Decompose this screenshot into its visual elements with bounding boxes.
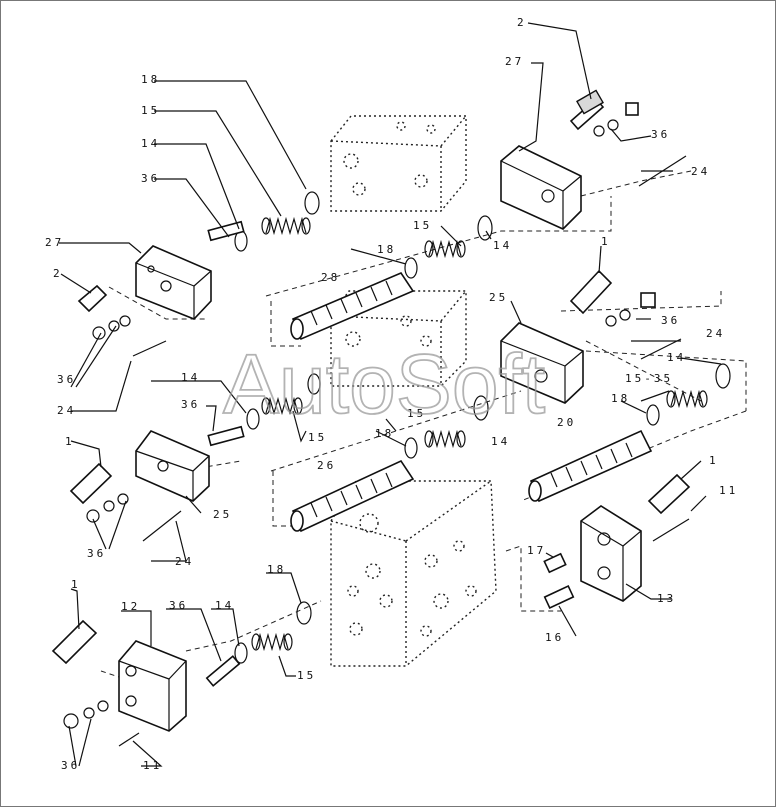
label-2: 2 [53,267,63,280]
label-1: 1 [601,235,611,248]
seal-rings [234,191,731,664]
spring-15-left [261,396,303,416]
label-15: 15 [297,669,316,682]
label-1: 1 [709,454,719,467]
label-15: 15 [308,431,327,444]
label-11: 11 [143,759,162,772]
label-24: 24 [57,404,76,417]
label-18: 18 [375,427,394,440]
leader-lines [59,22,722,767]
end-cap-top-right [500,145,582,230]
main-valve-block [330,480,497,667]
label-15: 15 [413,219,432,232]
label-24: 24 [691,165,710,178]
label-15: 15 [141,104,160,117]
label-25: 25 [213,508,232,521]
end-cap-left-bottom [118,640,187,732]
label-36: 36 [181,398,200,411]
label-36: 36 [141,172,160,185]
end-cap-left-top [135,245,212,320]
middle-valve-section [330,290,467,387]
label-16: 16 [545,631,564,644]
label-36: 36 [57,373,76,386]
end-cap-right-middle [500,322,584,404]
label-11: 11 [719,484,738,497]
label-14: 14 [491,435,510,448]
label-13: 13 [657,592,676,605]
label-12: 12 [121,600,140,613]
spool-26 [290,459,415,533]
label-20: 20 [557,416,576,429]
spring-15-35 [666,389,708,409]
spring-15-lower-center [424,429,466,449]
watermark: AutoSoft [223,337,545,431]
label-14: 14 [667,351,686,364]
label-36: 36 [87,547,106,560]
label-24: 24 [706,327,725,340]
label-36: 36 [651,128,670,141]
label-14: 14 [181,371,200,384]
label-2: 2 [517,16,527,29]
spool-28 [290,272,415,341]
end-cap-right-bottom [580,505,642,602]
label-18: 18 [267,563,286,576]
label-24: 24 [175,555,194,568]
label-36: 36 [661,314,680,327]
label-14: 14 [493,239,512,252]
end-cap-left-middle [135,430,210,502]
spring-15-top [261,216,311,236]
label-25: 25 [489,291,508,304]
label-14: 14 [215,599,234,612]
part-number-labels: 18 15 14 36 27 2 27 36 24 2 36 24 15 14 … [45,16,738,772]
label-27: 27 [505,55,524,68]
top-valve-section [330,115,467,212]
solenoid-fittings [51,89,691,687]
label-14: 14 [141,137,160,150]
label-1: 1 [65,435,75,448]
label-17: 17 [527,544,546,557]
label-28: 28 [321,271,340,284]
label-1: 1 [71,578,81,591]
label-18: 18 [377,243,396,256]
label-15: 15 [407,407,426,420]
label-18: 18 [611,392,630,405]
label-36: 36 [61,759,80,772]
spring-15-center [424,239,466,259]
label-27: 27 [45,236,64,249]
label-36: 36 [169,599,188,612]
label-26: 26 [317,459,336,472]
o-ring-sets [63,102,656,729]
spring-15-bottom [251,632,293,652]
spool-20 [528,429,653,503]
label-18: 18 [141,73,160,86]
label-15-35: 15-35 [625,372,673,385]
